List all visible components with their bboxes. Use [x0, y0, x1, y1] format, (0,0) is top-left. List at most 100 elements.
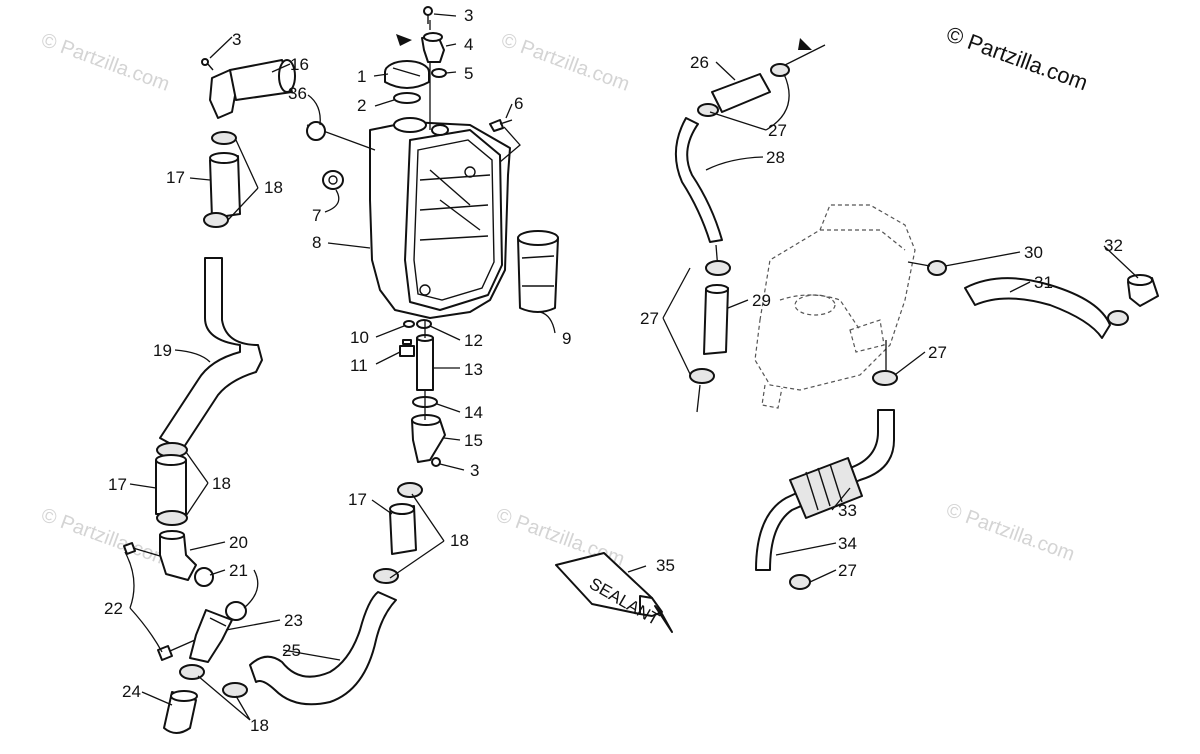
- axis-line: [499, 126, 521, 163]
- callout-16: 16: [290, 55, 309, 74]
- callout-34: 34: [838, 534, 857, 553]
- leader-lines: [124, 13, 1139, 721]
- hose-clamp: [1107, 310, 1129, 326]
- callout-27: 27: [838, 561, 857, 580]
- callout-27: 27: [768, 121, 787, 140]
- watermarks: © Partzilla.com © Partzilla.com © Partzi…: [38, 29, 1077, 571]
- tank-neck: [393, 117, 427, 133]
- hose-cap: [1127, 274, 1159, 307]
- callout-17: 17: [166, 168, 185, 187]
- axis-line: [907, 261, 931, 267]
- callout-36: 36: [288, 84, 307, 103]
- long-curved-hose: [249, 591, 397, 706]
- callout-1: 1: [357, 67, 366, 86]
- short-hose: [389, 503, 417, 555]
- callout-18: 18: [250, 716, 269, 735]
- direction-arrow-icon: [396, 34, 412, 46]
- callout-27: 27: [928, 343, 947, 362]
- callout-10: 10: [350, 328, 369, 347]
- callout-33: 33: [838, 501, 857, 520]
- axis-line: [784, 44, 826, 66]
- screw: [201, 58, 214, 71]
- callout-13: 13: [464, 360, 483, 379]
- curved-hose: [964, 277, 1111, 339]
- callout-21: 21: [229, 561, 248, 580]
- callout-18: 18: [264, 178, 283, 197]
- elbow-fitting-15: [411, 414, 446, 463]
- grommet: [322, 170, 344, 190]
- hose-cap: [163, 690, 198, 734]
- callout-15: 15: [464, 431, 483, 450]
- axis-line: [696, 384, 701, 413]
- callout-30: 30: [1024, 243, 1043, 262]
- callout-3: 3: [470, 461, 479, 480]
- screw: [431, 457, 441, 467]
- elbow-fitting-4: [421, 32, 445, 63]
- hose-clamp: [179, 664, 205, 680]
- o-ring: [393, 92, 421, 104]
- hose-clamp: [770, 63, 790, 77]
- o-ring: [416, 319, 432, 329]
- hose-clamp: [397, 482, 423, 498]
- callout-7: 7: [312, 206, 321, 225]
- callout-29: 29: [752, 291, 771, 310]
- filter-sleeve: [517, 230, 559, 313]
- curved-hose: [674, 117, 723, 243]
- callout-26: 26: [690, 53, 709, 72]
- callout-numbers: 3 16 36 1 2 3 4 5 6 7 8 9 10 11 12 13 14…: [104, 6, 1123, 735]
- callout-19: 19: [153, 341, 172, 360]
- hose-clamp: [789, 574, 811, 590]
- muffler: [789, 457, 863, 519]
- drain-plug: [399, 339, 415, 357]
- watermark-text: © Partzilla.com: [38, 504, 172, 571]
- callout-17: 17: [348, 490, 367, 509]
- hose-clamp: [872, 370, 898, 386]
- washer: [431, 68, 447, 78]
- o-ring: [306, 121, 326, 141]
- o-ring: [225, 601, 247, 621]
- tank-fitting: [431, 124, 449, 136]
- watermark-text: © Partzilla.com: [38, 29, 172, 96]
- hose-clamp: [222, 682, 248, 698]
- short-hose: [155, 454, 187, 515]
- tube-13: [416, 334, 434, 391]
- callout-2: 2: [357, 96, 366, 115]
- callout-22: 22: [104, 599, 123, 618]
- callout-20: 20: [229, 533, 248, 552]
- callout-25: 25: [282, 641, 301, 660]
- hose-clamp: [156, 510, 188, 526]
- callout-14: 14: [464, 403, 483, 422]
- tank-flange-inner: [413, 139, 495, 301]
- callout-3: 3: [232, 30, 241, 49]
- washer: [403, 320, 415, 328]
- tank-flange: [404, 129, 503, 311]
- reference-tank-outline: [754, 204, 916, 409]
- watermark-text: © Partzilla.com: [498, 29, 632, 96]
- callout-27: 27: [640, 309, 659, 328]
- callout-12: 12: [464, 331, 483, 350]
- callout-5: 5: [464, 64, 473, 83]
- callout-9: 9: [562, 329, 571, 348]
- callout-23: 23: [284, 611, 303, 630]
- callout-3: 3: [464, 6, 473, 25]
- callout-18: 18: [450, 531, 469, 550]
- short-hose: [703, 284, 729, 355]
- hose-clamp: [373, 568, 399, 584]
- callout-11: 11: [350, 356, 368, 375]
- oil-tank-assembly: [369, 117, 511, 319]
- callout-4: 4: [464, 35, 473, 54]
- callout-18: 18: [212, 474, 231, 493]
- elbow-fitting-23: [189, 609, 233, 663]
- hose-clamp: [927, 260, 947, 276]
- sealant-tube: SEALANT: [555, 552, 673, 633]
- hose-clamp: [211, 131, 237, 145]
- bolt: [157, 639, 196, 661]
- callout-24: 24: [122, 682, 141, 701]
- callout-6: 6: [514, 94, 523, 113]
- tank-bolt-hole: [464, 166, 476, 178]
- short-hose: [711, 73, 771, 113]
- hose-clamp: [203, 212, 229, 228]
- callout-35: 35: [656, 556, 675, 575]
- callout-31: 31: [1034, 273, 1053, 292]
